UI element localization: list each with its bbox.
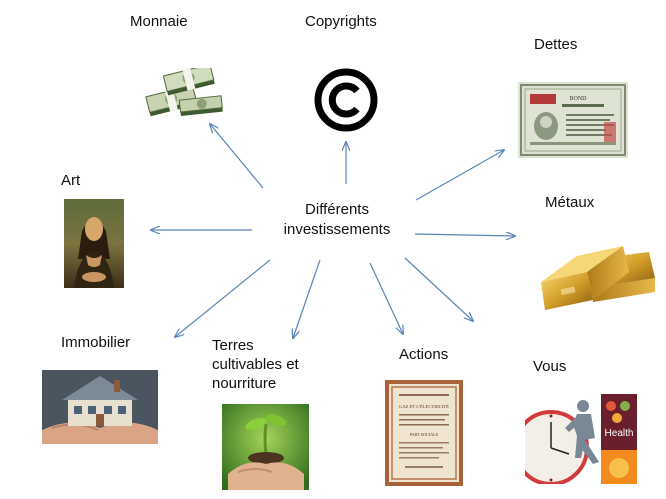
arrow-to-dettes xyxy=(415,150,504,201)
seedling-in-hands-image xyxy=(222,404,309,490)
arrow-to-actions xyxy=(369,262,403,334)
label-terres: Terres cultivables et nourriture xyxy=(212,336,299,393)
label-actions: Actions xyxy=(399,346,449,363)
label-terres-line3: nourriture xyxy=(212,375,277,392)
center-label-line1: Différents xyxy=(305,201,369,218)
mona-lisa-painting xyxy=(64,199,124,288)
label-copyrights: Copyrights xyxy=(305,13,377,30)
arrow-to-immobilier xyxy=(175,259,271,337)
copyright-symbol-icon xyxy=(314,68,378,132)
arrow-to-vous xyxy=(404,257,473,321)
certificate-title: GAZ ET L'ÉLECTRICITÉ xyxy=(399,404,449,409)
label-metaux: Métaux xyxy=(545,194,595,211)
health-clock-runner-image: Health xyxy=(525,392,637,484)
money-stack-icon xyxy=(140,68,225,118)
arrow-to-monnaie xyxy=(210,124,264,189)
bond-certificate-image: BOND xyxy=(518,82,628,158)
bond-text: BOND xyxy=(569,96,587,102)
center-label-line2: investissements xyxy=(283,221,391,238)
label-art: Art xyxy=(61,172,81,189)
certificate-subtitle: PART SOCIALE xyxy=(410,432,439,437)
label-terres-line1: Terres xyxy=(212,337,254,354)
label-dettes: Dettes xyxy=(534,36,578,53)
share-certificate-image: GAZ ET L'ÉLECTRICITÉ PART SOCIALE xyxy=(385,380,463,486)
label-immobilier: Immobilier xyxy=(61,334,131,351)
label-monnaie: Monnaie xyxy=(130,13,188,30)
label-terres-line2: cultivables et xyxy=(212,356,299,373)
house-in-hands-image xyxy=(42,370,158,444)
health-text: Health xyxy=(605,428,634,439)
center-node: Différents investissements xyxy=(268,200,406,240)
label-vous: Vous xyxy=(533,358,567,375)
arrow-to-terres xyxy=(293,259,321,338)
gold-bars-image xyxy=(537,238,657,318)
arrow-to-metaux xyxy=(414,234,515,236)
